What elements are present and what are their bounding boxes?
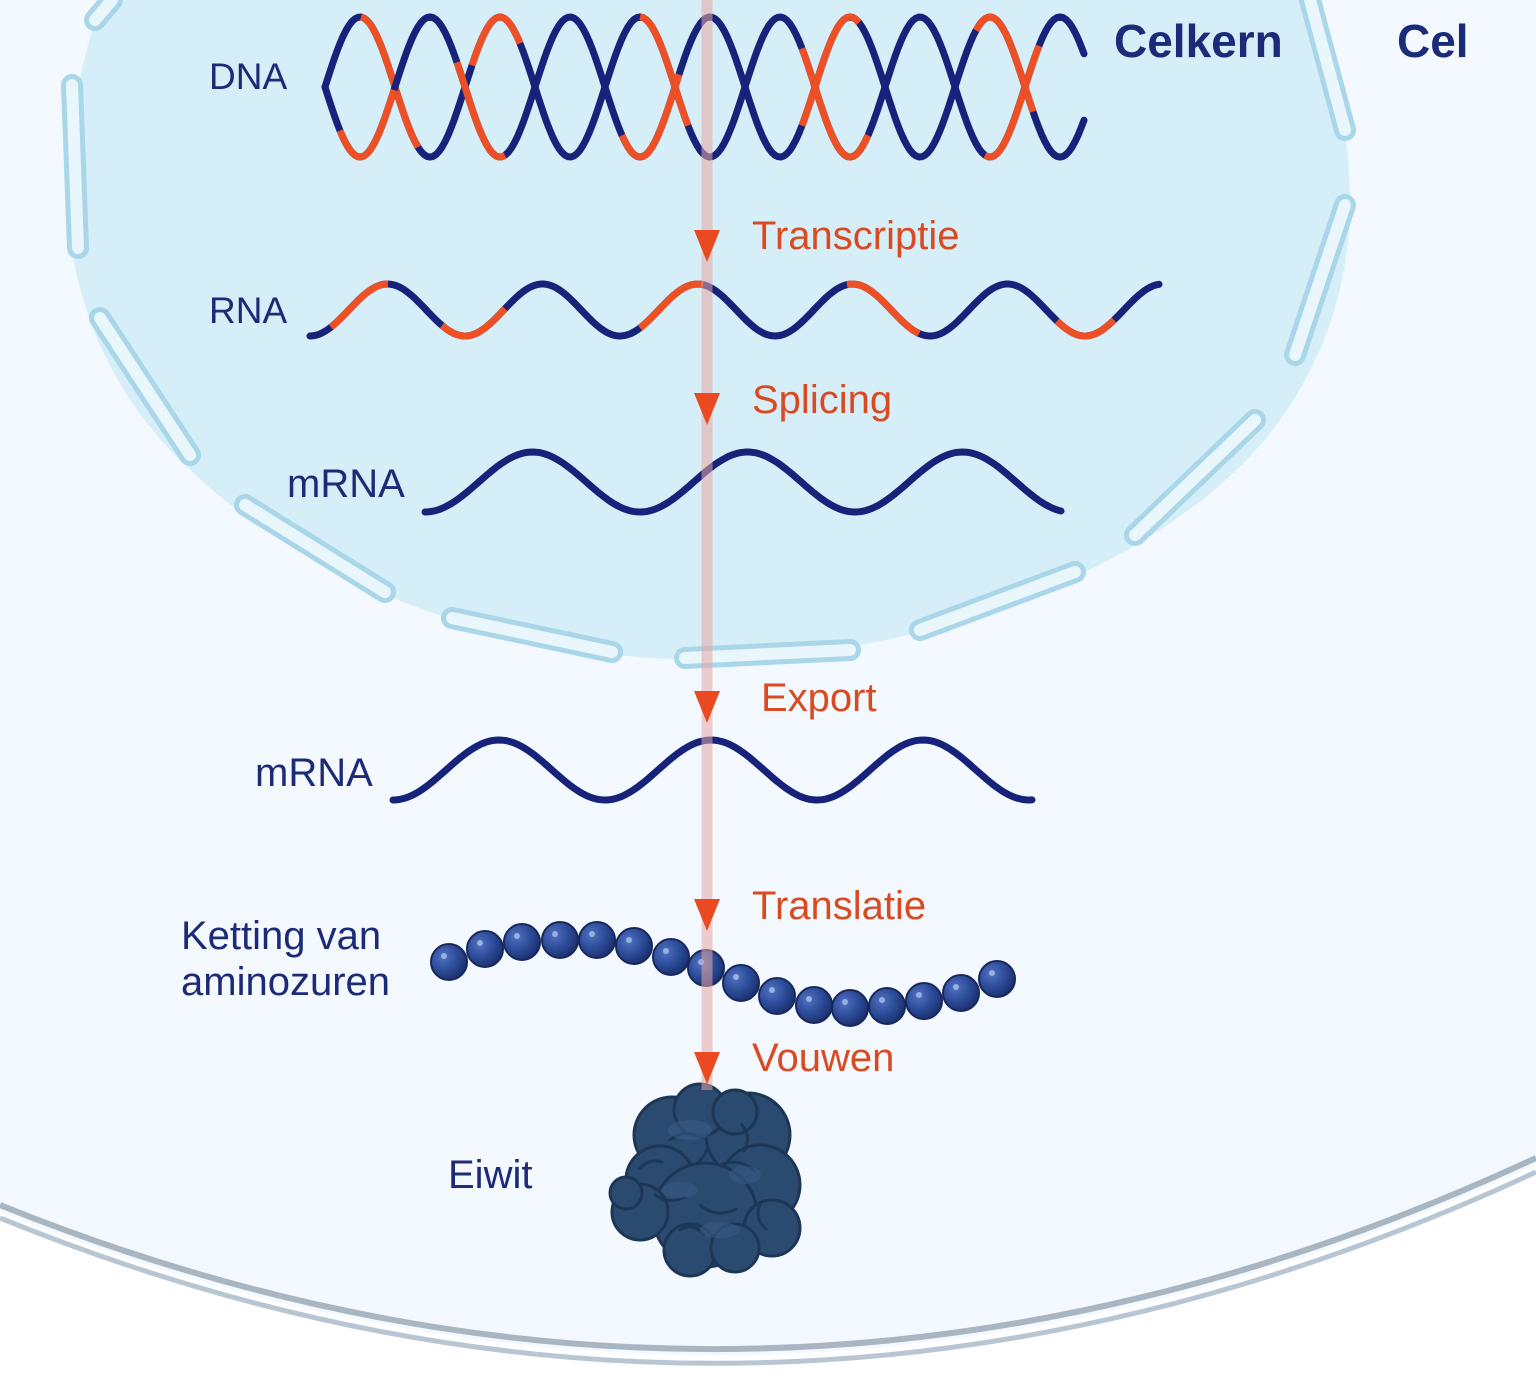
mrna-cytoplasm-label: mRNA [255,751,373,795]
dna-strand-b-highlight [453,61,507,161]
amino-acid-bead-shine [477,940,483,946]
amino-acid-bead-shine [626,937,632,943]
dna-strand-a-highlight [468,13,524,67]
amino-acid-bead-shine [663,948,669,954]
amino-acid-bead-shine [441,953,447,959]
dna-label: DNA [209,56,288,97]
amino-acid-bead [942,974,980,1012]
cell-membrane-inner [0,1169,1536,1366]
arrow-splicing [694,393,720,425]
step-folding-label: Vouwen [752,1036,895,1080]
amino-acid-bead [466,930,504,968]
amino-acid-bead-shine [552,931,558,937]
amino-acid-bead [758,977,796,1015]
nuclear-envelope-segment-inner [914,566,1081,636]
step-translation-label: Translatie [752,884,927,928]
amino-acid-bead [795,986,833,1024]
rna-line-highlight [637,280,704,331]
rna-line-highlight [846,280,921,337]
amino-acid-bead [578,921,616,959]
amino-acid-bead [503,923,541,961]
rna-line-highlight [328,280,389,330]
amino-acid-bead [652,938,690,976]
mrna-nucleus-label: mRNA [287,462,405,506]
dna-strand-b-highlight [972,13,1037,113]
dna-strand-a-highlight [639,13,692,127]
amino-acid-bead-shine [806,996,812,1002]
amino-chain-label-line2: aminozuren [181,960,391,1004]
amino-acid-bead [722,964,760,1002]
dna-double-helix [321,13,1088,161]
nuclear-envelope-segment-inner [94,312,196,461]
arrow-transcription [694,230,720,262]
nuclear-envelope-segment-inner [1304,0,1351,136]
arrow-translation [694,899,720,931]
dna-strand-b-highlight [798,13,862,127]
dna-strand-b-highlight [618,73,683,161]
nuclear-envelope-segment-inner [446,612,618,658]
arrow-export [694,691,720,723]
nuclear-envelope-segment-inner [1129,414,1261,541]
amino-acid-bead [978,960,1016,998]
amino-acid-bead-shine [589,931,595,937]
nuclear-envelope-segment-inner [66,79,84,254]
cell-title: Cel [1397,15,1469,67]
amino-acid-bead [905,982,943,1020]
dna-strand-b-highlight [336,89,398,161]
protein-blob [608,1082,802,1278]
dna-strand-a-highlight [798,47,872,161]
cell-membrane [0,1155,1536,1353]
amino-acid-bead [541,921,579,959]
amino-acid-bead-shine [989,970,995,976]
nuclear-envelope-segment-inner [239,499,391,598]
amino-acid-chain [430,921,1016,1027]
dna-strand-a-highlight [359,13,422,149]
nucleus-title: Celkern [1114,15,1283,67]
mrna-line [421,448,1065,516]
amino-chain-label-line1: Ketting van [181,914,382,958]
rna-strand [306,280,1163,340]
rna-line-highlight [439,306,508,340]
amino-acid-bead-shine [769,987,775,993]
amino-acid-bead [831,989,869,1027]
mrna-strand-nucleus [421,448,1065,516]
protein-label: Eiwit [448,1153,533,1197]
amino-acid-bead-shine [514,933,520,939]
rna-label: RNA [209,290,288,331]
amino-acid-bead-shine [953,984,959,990]
amino-acid-bead-shine [879,997,885,1003]
step-transcription-label: Transcriptie [752,214,960,258]
nuclear-envelope-segment-inner [1289,199,1351,361]
rna-line-highlight [1054,317,1117,340]
dna-strand-a-highlight [983,44,1043,161]
amino-acid-bead-shine [916,992,922,998]
amino-acid-bead [868,987,906,1025]
arrow-folding [694,1052,720,1084]
amino-acid-bead-shine [733,974,739,980]
nuclear-envelope-segment-inner [89,0,118,26]
amino-acid-bead [430,943,468,981]
step-splicing-label: Splicing [752,378,893,422]
amino-acid-bead-shine [842,999,848,1005]
amino-acid-bead [615,927,653,965]
step-export-label: Export [761,676,877,720]
